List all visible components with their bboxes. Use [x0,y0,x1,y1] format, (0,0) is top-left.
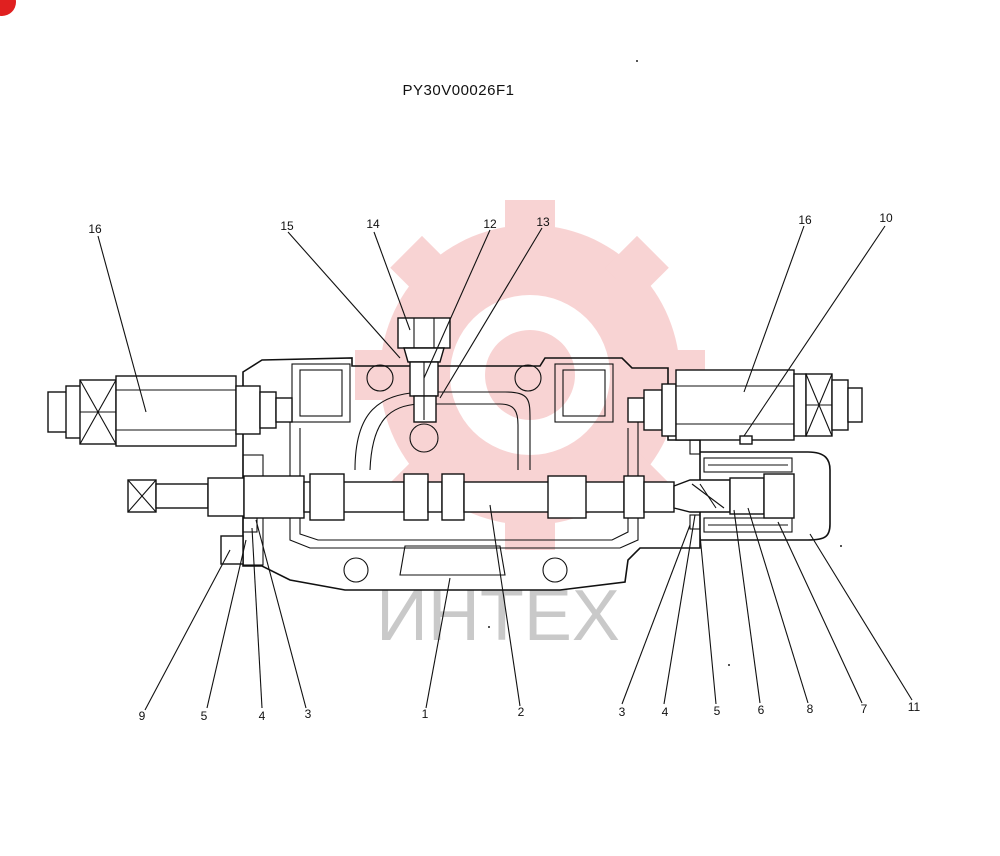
callout-13: 13 [536,215,550,229]
callout-2: 2 [518,705,525,719]
callout-3-right: 3 [619,705,626,719]
leader-lines [97,225,913,711]
solenoid-right [627,369,863,445]
spool [127,473,731,521]
relief-plug [397,317,451,423]
watermark-gear-icon [355,200,705,550]
callout-3-left: 3 [305,707,312,721]
callout-4-right: 4 [662,705,669,719]
callout-5-left: 5 [201,709,208,723]
callout-11: 11 [908,700,921,714]
corner-mark-icon [0,0,16,16]
callout-16-right: 16 [798,213,812,227]
part-number: PY30V00026F1 [402,82,515,99]
spring-cover [689,439,831,541]
callout-16-left: 16 [88,222,102,236]
callout-14: 14 [366,217,380,231]
callout-8: 8 [807,702,814,716]
callout-labels: 16 15 14 12 13 16 10 9 5 4 3 1 2 3 4 5 6… [88,211,920,723]
watermark-text: ИНТЕХ [376,576,620,656]
callout-9: 9 [139,709,146,723]
callout-5-right: 5 [714,704,721,718]
callout-10: 10 [879,211,893,225]
callout-12: 12 [483,217,497,231]
callout-4-left: 4 [259,709,266,723]
scan-specks [488,60,842,666]
callout-6: 6 [758,703,765,717]
callout-15: 15 [280,219,294,233]
callout-7: 7 [861,702,868,716]
callout-1: 1 [422,707,429,721]
solenoid-left [47,375,293,447]
